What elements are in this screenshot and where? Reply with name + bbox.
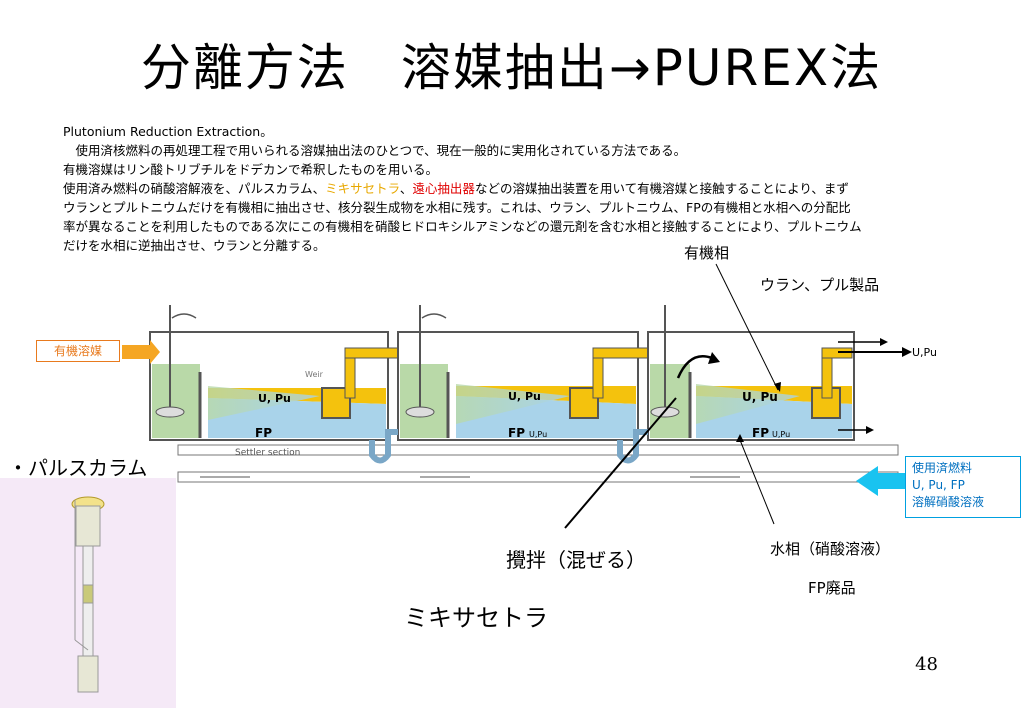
pulse-column-label: ・パルスカラム	[8, 456, 148, 480]
page-title: 分離方法 溶媒抽出→PUREX法	[140, 39, 883, 97]
mixer-settler-highlight: ミキサセトラ	[325, 181, 400, 196]
feed-line: 溶解硝酸溶液	[912, 495, 985, 509]
text-line: Plutonium Reduction Extraction。	[63, 124, 273, 139]
rotation-arrow-icon	[171, 313, 197, 319]
stage-1	[149, 305, 401, 441]
weir-label: Weir	[305, 370, 323, 379]
tank-fp-label: FP	[752, 426, 769, 440]
text-span: などの溶媒抽出装置を用いて有機溶媒と接触することにより、まず	[474, 181, 849, 196]
tank-upu-label: U, Pu	[742, 390, 778, 404]
text-line: 有機溶媒はリン酸トリブチルをドデカンで希釈したものを用いる。	[63, 162, 439, 177]
tank-upu-label: U, Pu	[258, 392, 291, 405]
feed-inlet-arrow-icon	[856, 466, 905, 496]
settler-section-label: Settler section	[235, 448, 301, 458]
feed-line: U, Pu, FP	[912, 478, 965, 492]
u-pu-outlet-label: U,Pu	[912, 346, 937, 359]
fp-waste-label: FP廃品	[808, 579, 856, 597]
tank-fp-sub-label: U,Pu	[529, 430, 548, 439]
text-line: だけを水相に逆抽出させ、ウランと分離する。	[63, 238, 326, 253]
text-line: 使用済み燃料の硝酸溶解液を、パルスカラム、ミキサセトラ、遠心抽出器などの溶媒抽出…	[63, 179, 983, 198]
tank-fp-label: FP	[255, 426, 272, 440]
rotation-arrow-icon	[676, 355, 713, 379]
stirring-label: 攪拌（混ぜる）	[506, 548, 646, 572]
solvent-inlet-arrow-icon	[122, 340, 160, 364]
description-text: Plutonium Reduction Extraction。 使用済核燃料の再…	[63, 122, 983, 255]
rotation-arrow-icon	[421, 313, 447, 319]
organic-phase-label: 有機相	[684, 244, 730, 262]
stage-2	[397, 305, 649, 441]
stirring-pointer	[564, 397, 677, 529]
text-span: 、	[399, 181, 413, 196]
tank-upu-label: U, Pu	[508, 390, 541, 403]
organic-phase-pointer	[715, 263, 779, 391]
organic-solvent-label: 有機溶媒	[36, 340, 120, 362]
uranium-plutonium-product-label: ウラン、プル製品	[760, 276, 880, 294]
aqueous-phase-label: 水相（硝酸溶液）	[770, 540, 891, 558]
return-pipes	[177, 429, 899, 483]
text-line: 使用済核燃料の再処理工程で用いられる溶媒抽出法のひとつで、現在一般的に実用化され…	[63, 143, 687, 158]
tank-fp-label: FP	[508, 426, 525, 440]
page-number: 48	[915, 654, 938, 675]
text-line: 率が異なることを利用したものである次にこの有機相を硝酸ヒドロキシルアミンなどの還…	[63, 219, 862, 234]
text-span: 使用済み燃料の硝酸溶解液を、パルスカラム、	[63, 181, 326, 196]
aqueous-phase-pointer	[739, 439, 775, 525]
tank-fp-sub-label: U,Pu	[772, 430, 791, 439]
text-line: ウランとプルトニウムだけを有機相に抽出させ、核分裂生成物を水相に残す。これは、ウ…	[63, 200, 851, 215]
mixer-settler-label: ミキサセトラ	[404, 604, 548, 632]
rotation-arrowhead-icon	[708, 352, 720, 364]
centrifugal-extractor-highlight: 遠心抽出器	[412, 181, 475, 196]
spent-fuel-feed-label: 使用済燃料 U, Pu, FP 溶解硝酸溶液	[905, 456, 1021, 518]
feed-line: 使用済燃料	[912, 461, 973, 475]
stage-3	[647, 305, 855, 441]
pulse-column-drawing	[0, 478, 176, 708]
